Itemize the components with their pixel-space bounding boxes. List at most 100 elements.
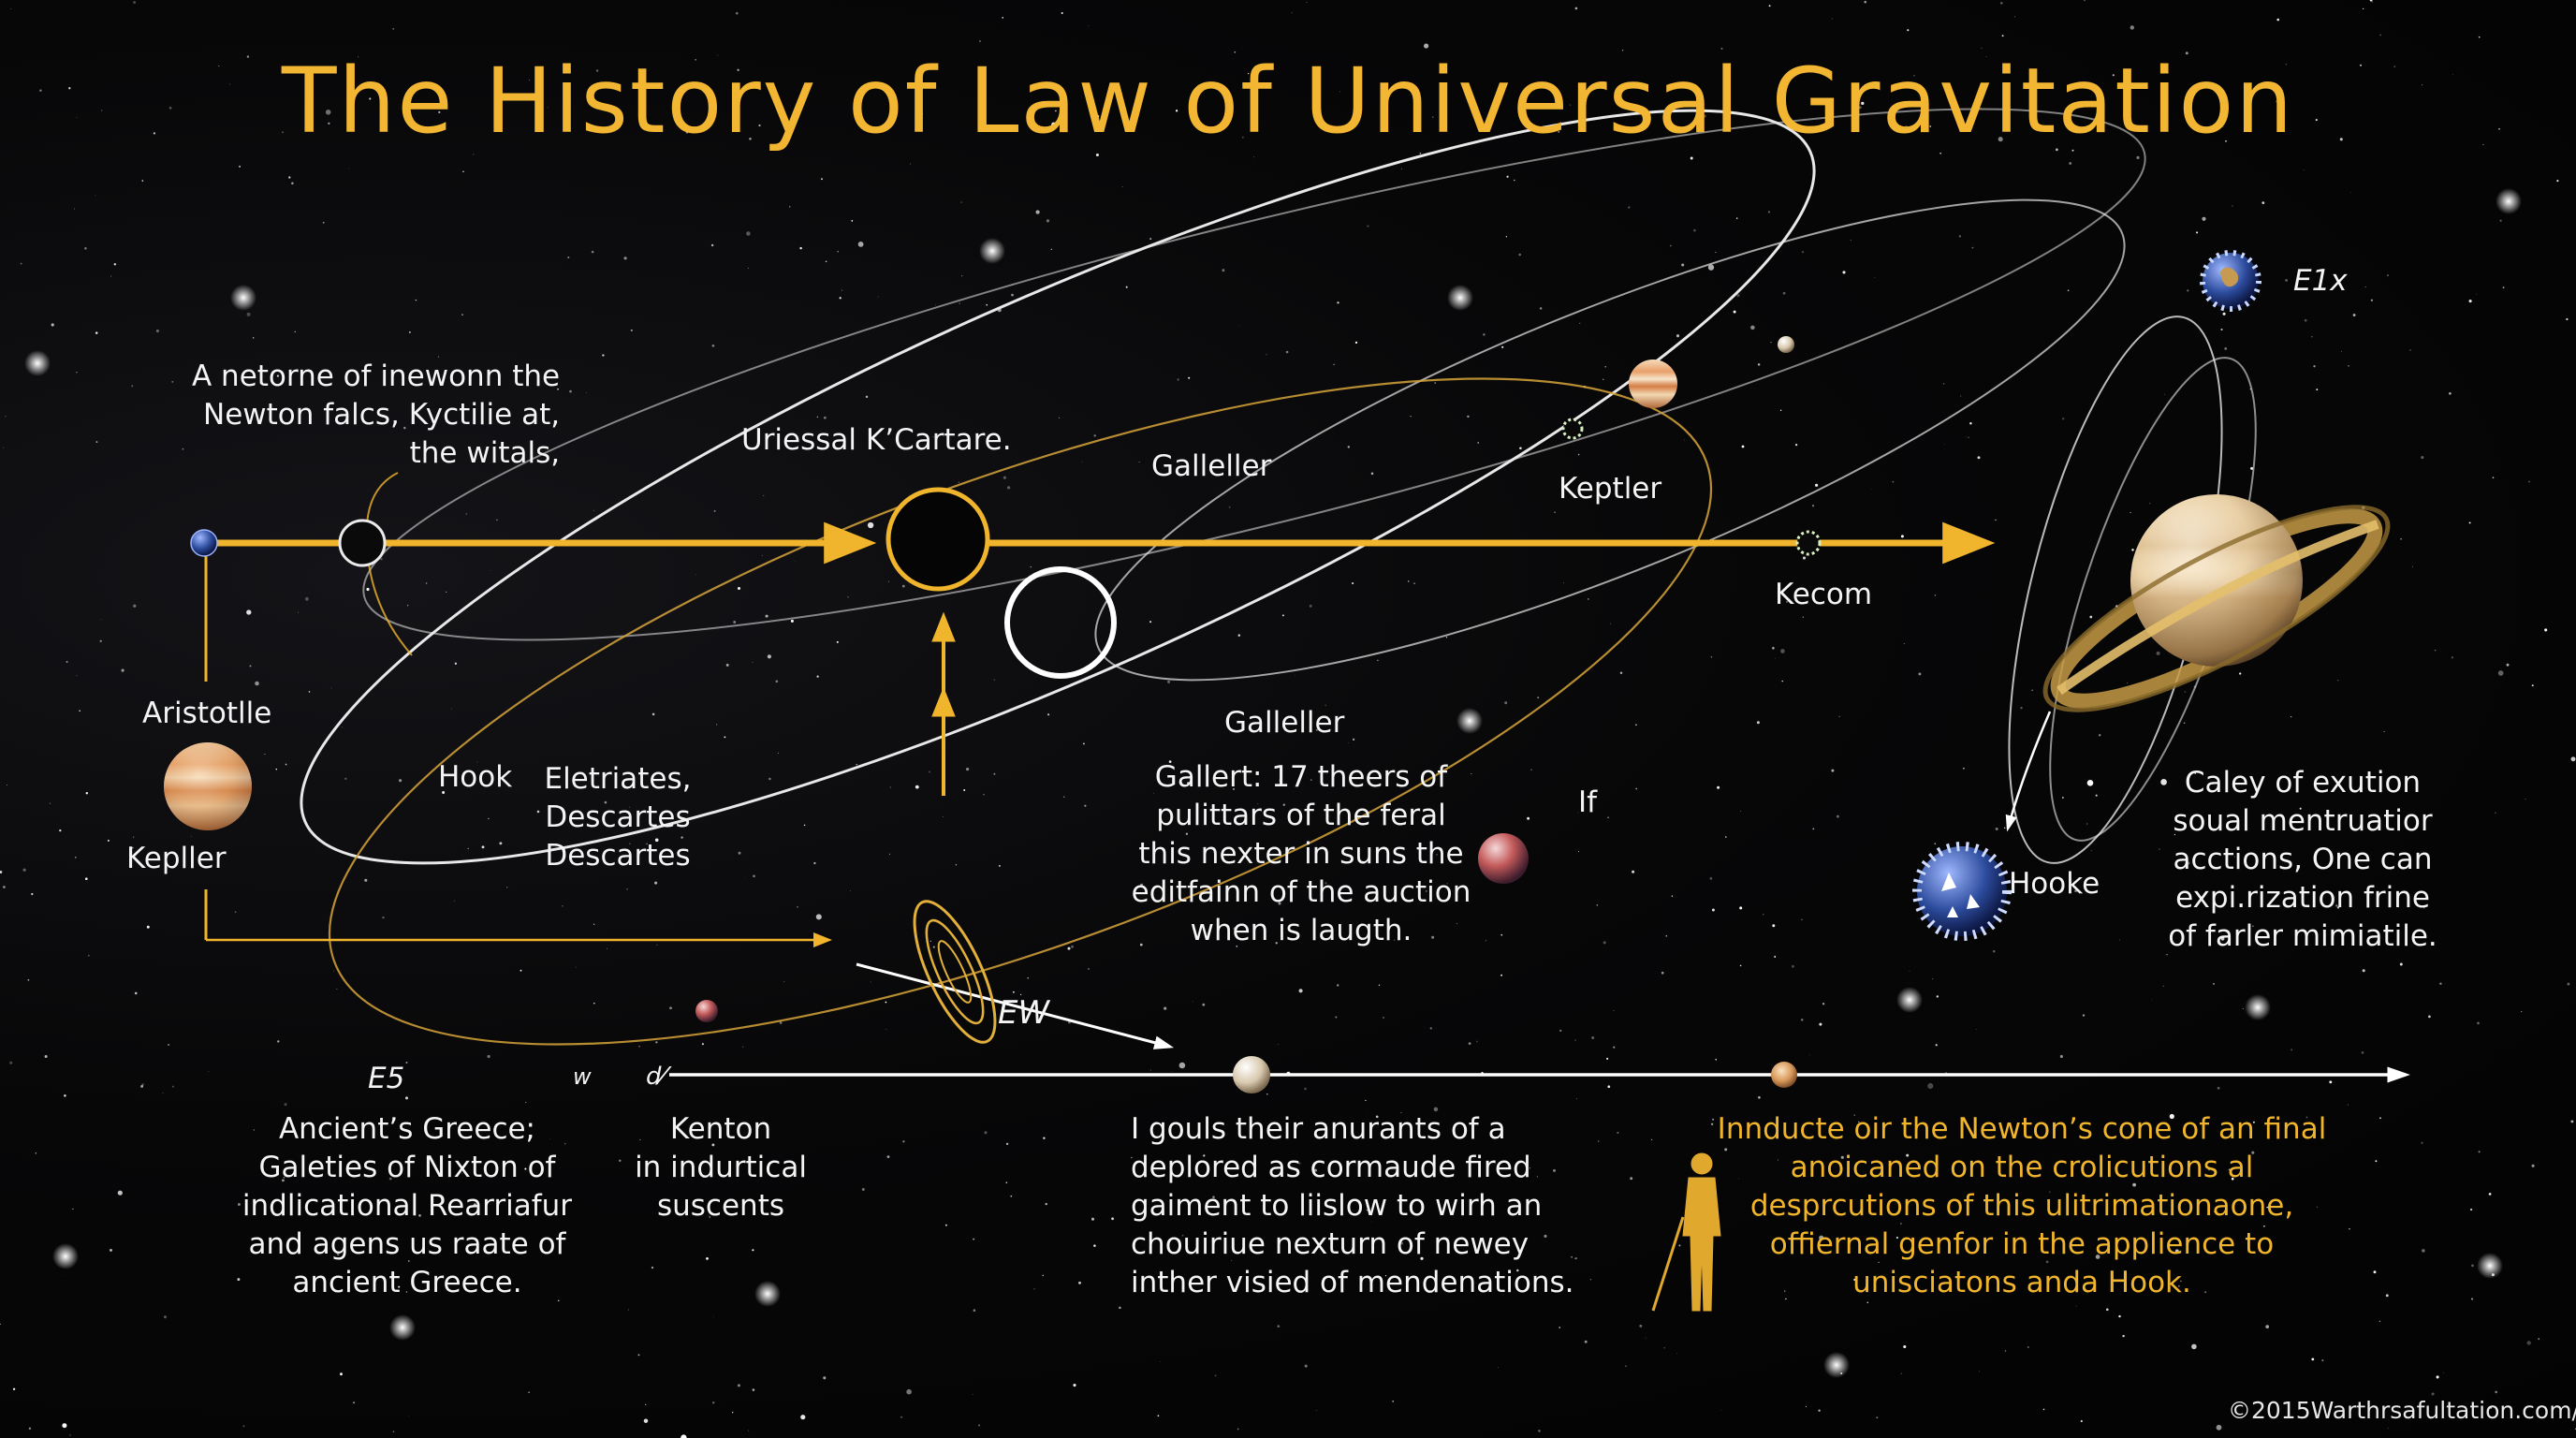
star xyxy=(1683,439,1685,441)
star xyxy=(454,900,456,902)
star xyxy=(725,663,729,667)
star xyxy=(1298,1162,1301,1165)
star xyxy=(2396,1070,2399,1072)
star xyxy=(2362,969,2365,973)
star xyxy=(481,845,485,849)
star xyxy=(586,392,587,394)
star xyxy=(2062,797,2064,799)
star xyxy=(1995,827,1998,830)
star xyxy=(2436,1375,2439,1379)
star xyxy=(382,916,385,919)
spiky-globe-bottom xyxy=(1912,842,2012,941)
star xyxy=(695,574,696,576)
star xyxy=(275,768,278,770)
star xyxy=(1027,976,1030,979)
white-timeline xyxy=(669,711,2410,1083)
star xyxy=(1424,43,1429,49)
star xyxy=(593,923,595,925)
star xyxy=(308,691,311,693)
star xyxy=(461,1173,463,1175)
star xyxy=(2196,231,2199,234)
star xyxy=(2183,722,2186,725)
star xyxy=(380,558,383,561)
star xyxy=(398,1285,401,1288)
star xyxy=(2191,1343,2197,1350)
star xyxy=(2379,1117,2381,1120)
star xyxy=(1310,779,1312,781)
star xyxy=(654,838,659,843)
star xyxy=(1241,136,1244,139)
star xyxy=(1559,1029,1562,1032)
star xyxy=(364,878,368,882)
star xyxy=(1838,715,1840,717)
star xyxy=(604,800,607,804)
star xyxy=(1836,814,1839,818)
star xyxy=(2416,820,2418,822)
star xyxy=(442,791,446,794)
star xyxy=(685,131,689,134)
star xyxy=(2506,663,2510,667)
star xyxy=(823,1376,827,1380)
star xyxy=(524,1167,527,1170)
bright-star xyxy=(1823,1352,1850,1378)
star xyxy=(358,56,359,58)
star xyxy=(1900,1372,1902,1374)
star xyxy=(2251,1151,2255,1154)
star xyxy=(59,829,62,832)
star xyxy=(2069,162,2072,165)
star xyxy=(1782,291,1786,295)
star xyxy=(816,675,819,678)
star xyxy=(733,621,737,624)
star xyxy=(2489,1406,2493,1409)
star xyxy=(2208,1168,2210,1171)
star xyxy=(1233,787,1235,790)
star xyxy=(253,337,255,339)
star xyxy=(369,97,372,100)
star xyxy=(738,587,740,590)
star xyxy=(76,117,78,119)
star xyxy=(1819,1235,1824,1240)
star xyxy=(2049,1191,2051,1193)
caley-block: Caley of exution soual mentruatior accti… xyxy=(2144,764,2462,956)
star xyxy=(1140,883,1144,887)
star xyxy=(1802,556,1807,560)
star xyxy=(528,1391,530,1394)
star xyxy=(1096,114,1100,118)
bright-star xyxy=(979,238,1005,264)
star xyxy=(35,1152,37,1154)
star xyxy=(2531,1164,2535,1167)
star xyxy=(1084,804,1087,807)
star xyxy=(877,296,879,298)
star xyxy=(1093,1244,1096,1247)
star xyxy=(2216,1424,2222,1431)
star xyxy=(2339,138,2343,141)
star xyxy=(1394,939,1396,941)
goul-line: deplored as cormaude fired xyxy=(1131,1150,1531,1184)
star xyxy=(1772,924,1776,928)
star xyxy=(2497,670,2504,676)
star xyxy=(1770,341,1772,344)
star xyxy=(467,847,469,850)
star xyxy=(1445,637,1448,638)
star xyxy=(1903,642,1905,644)
star xyxy=(1819,1022,1822,1026)
star xyxy=(2383,730,2385,732)
star xyxy=(2095,1255,2100,1259)
star xyxy=(284,1103,287,1107)
star xyxy=(2194,772,2196,774)
star xyxy=(1878,1261,1880,1264)
bright-star xyxy=(1456,708,1483,734)
star xyxy=(2202,216,2206,221)
newton-line: Innducte oir the Newton’s cone of an fin… xyxy=(1717,1112,2327,1146)
kenton-block: Kenton in indurtical suscents xyxy=(618,1110,824,1225)
star xyxy=(95,331,98,334)
bright-star xyxy=(2477,1253,2503,1279)
star xyxy=(1420,1256,1424,1260)
star xyxy=(619,1159,622,1163)
star xyxy=(462,170,464,173)
star xyxy=(1981,47,1983,49)
star xyxy=(2335,904,2338,907)
star xyxy=(1774,955,1777,958)
star xyxy=(1335,1016,1338,1019)
